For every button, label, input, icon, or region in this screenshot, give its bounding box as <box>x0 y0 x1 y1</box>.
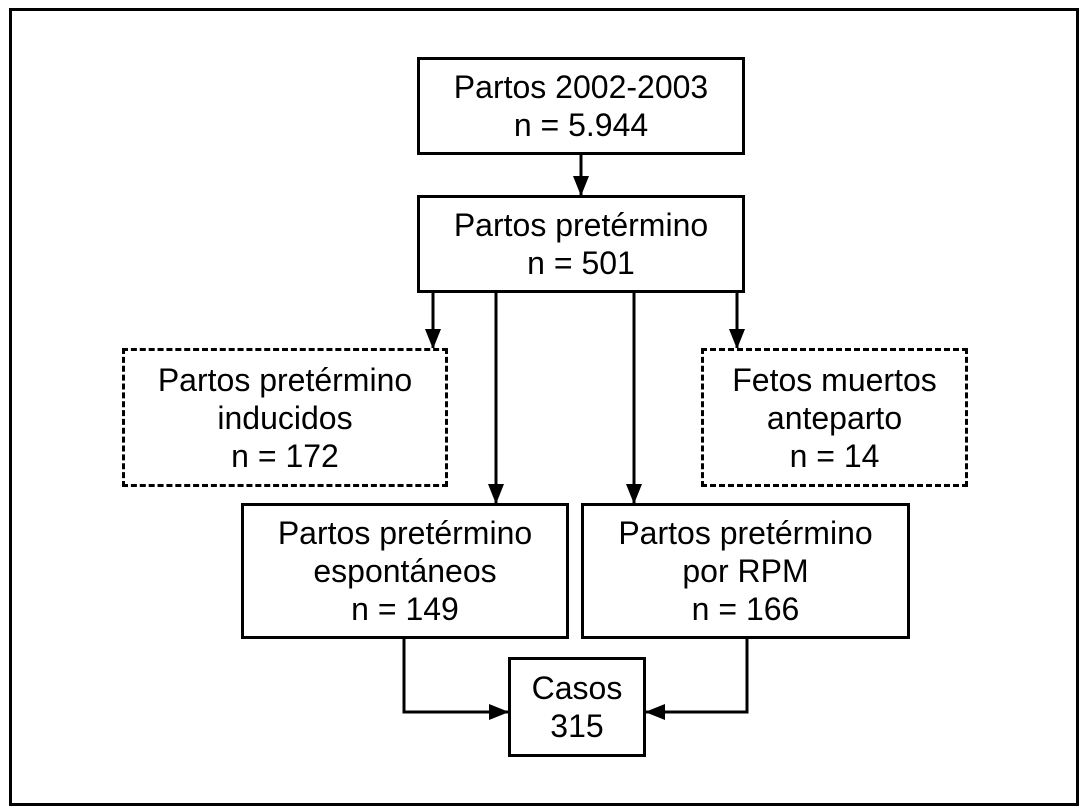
node-cases: Casos 315 <box>508 657 646 757</box>
node-induced-preterm-label-1: Partos pretérmino <box>157 361 413 398</box>
node-total-births-count: n = 5.944 <box>513 107 649 143</box>
node-preterm-births-label: Partos pretérmino <box>453 207 709 243</box>
node-rpm-preterm-label-1: Partos pretérmino <box>618 515 873 551</box>
node-cases-label: Casos <box>531 670 623 706</box>
node-stillbirths-label-1: Fetos muertos <box>732 361 937 398</box>
node-stillbirths-count: n = 14 <box>789 437 880 474</box>
node-stillbirths: Fetos muertos anteparto n = 14 <box>701 348 968 487</box>
node-total-births: Partos 2002-2003 n = 5.944 <box>417 57 745 155</box>
edge-spontaneous-to-cases <box>402 639 509 720</box>
node-spontaneous-preterm-label-1: Partos pretérmino <box>277 515 533 551</box>
node-preterm-births: Partos pretérmino n = 501 <box>417 195 745 293</box>
node-rpm-preterm-count: n = 166 <box>691 591 800 627</box>
node-spontaneous-preterm: Partos pretérmino espontáneos n = 149 <box>241 503 569 639</box>
node-rpm-preterm-label-2: por RPM <box>682 553 809 589</box>
node-preterm-births-count: n = 501 <box>527 245 635 281</box>
node-spontaneous-preterm-count: n = 149 <box>351 591 459 627</box>
node-stillbirths-label-2: anteparto <box>766 399 903 436</box>
node-rpm-preterm: Partos pretérmino por RPM n = 166 <box>581 503 910 639</box>
edge-rpm-to-cases <box>645 639 749 720</box>
node-cases-count: 315 <box>550 708 604 744</box>
node-induced-preterm: Partos pretérmino inducidos n = 172 <box>122 348 448 487</box>
node-induced-preterm-label-2: inducidos <box>217 399 353 436</box>
node-spontaneous-preterm-label-2: espontáneos <box>313 553 497 589</box>
node-total-births-label: Partos 2002-2003 <box>453 69 709 105</box>
node-induced-preterm-count: n = 172 <box>231 437 339 474</box>
